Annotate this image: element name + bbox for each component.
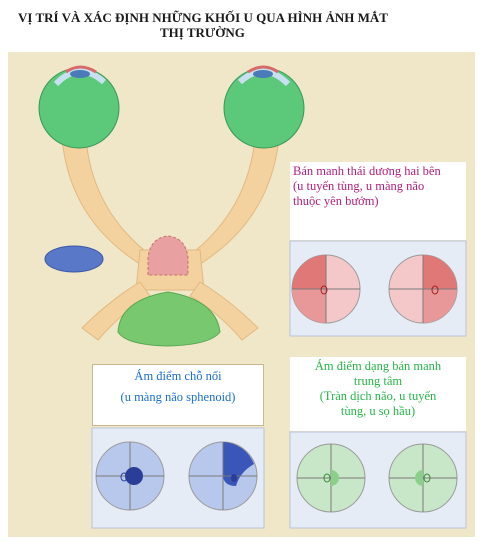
bitemporal-caption-line-3: thuộc yên bướm): [293, 194, 379, 208]
bitemporal-field-right: [388, 254, 458, 324]
left-eye: [38, 65, 120, 149]
blue-lesion: [44, 245, 104, 273]
bitemporal-caption: Bán manh thái dương hai bên (u tuyến tùn…: [290, 162, 466, 240]
bitemporal-field-left: [291, 254, 361, 324]
right-eye: [223, 65, 305, 149]
bitemporal-caption-line-2: (u tuyến tùng, u màng não: [293, 179, 425, 193]
central-field-right: [388, 443, 458, 513]
junctional-caption: Ám điểm chỗ nối (u màng não sphenoid): [92, 364, 264, 426]
junctional-field-left: [95, 441, 165, 511]
green-lesion: [117, 291, 221, 347]
central-caption: Ám điểm dạng bán manh trung tâm (Tràn dị…: [290, 357, 466, 431]
title-line-2: THỊ TRƯỜNG: [160, 25, 245, 40]
central-caption-line-4: tùng, u sọ hầu): [340, 404, 416, 418]
central-caption-line-1: Ám điểm dạng bán manh: [314, 359, 442, 373]
right-optic-nerve: [189, 137, 280, 271]
central-caption-line-3: (Tràn dịch não, u tuyến: [319, 389, 437, 403]
junctional-caption-line-2: (u màng não sphenoid): [120, 390, 236, 404]
bitemporal-caption-line-1: Bán manh thái dương hai bên: [293, 164, 441, 178]
junctional-caption-line-1: Ám điểm chỗ nối: [134, 369, 222, 383]
pink-lesion: [147, 235, 189, 276]
central-field-left: [296, 443, 366, 513]
junctional-field-right: [188, 441, 258, 511]
title-line-1: VỊ TRÍ VÀ XÁC ĐỊNH NHỮNG KHỐI U QUA HÌNH…: [18, 10, 388, 25]
central-caption-line-2: trung tâm: [353, 374, 403, 388]
